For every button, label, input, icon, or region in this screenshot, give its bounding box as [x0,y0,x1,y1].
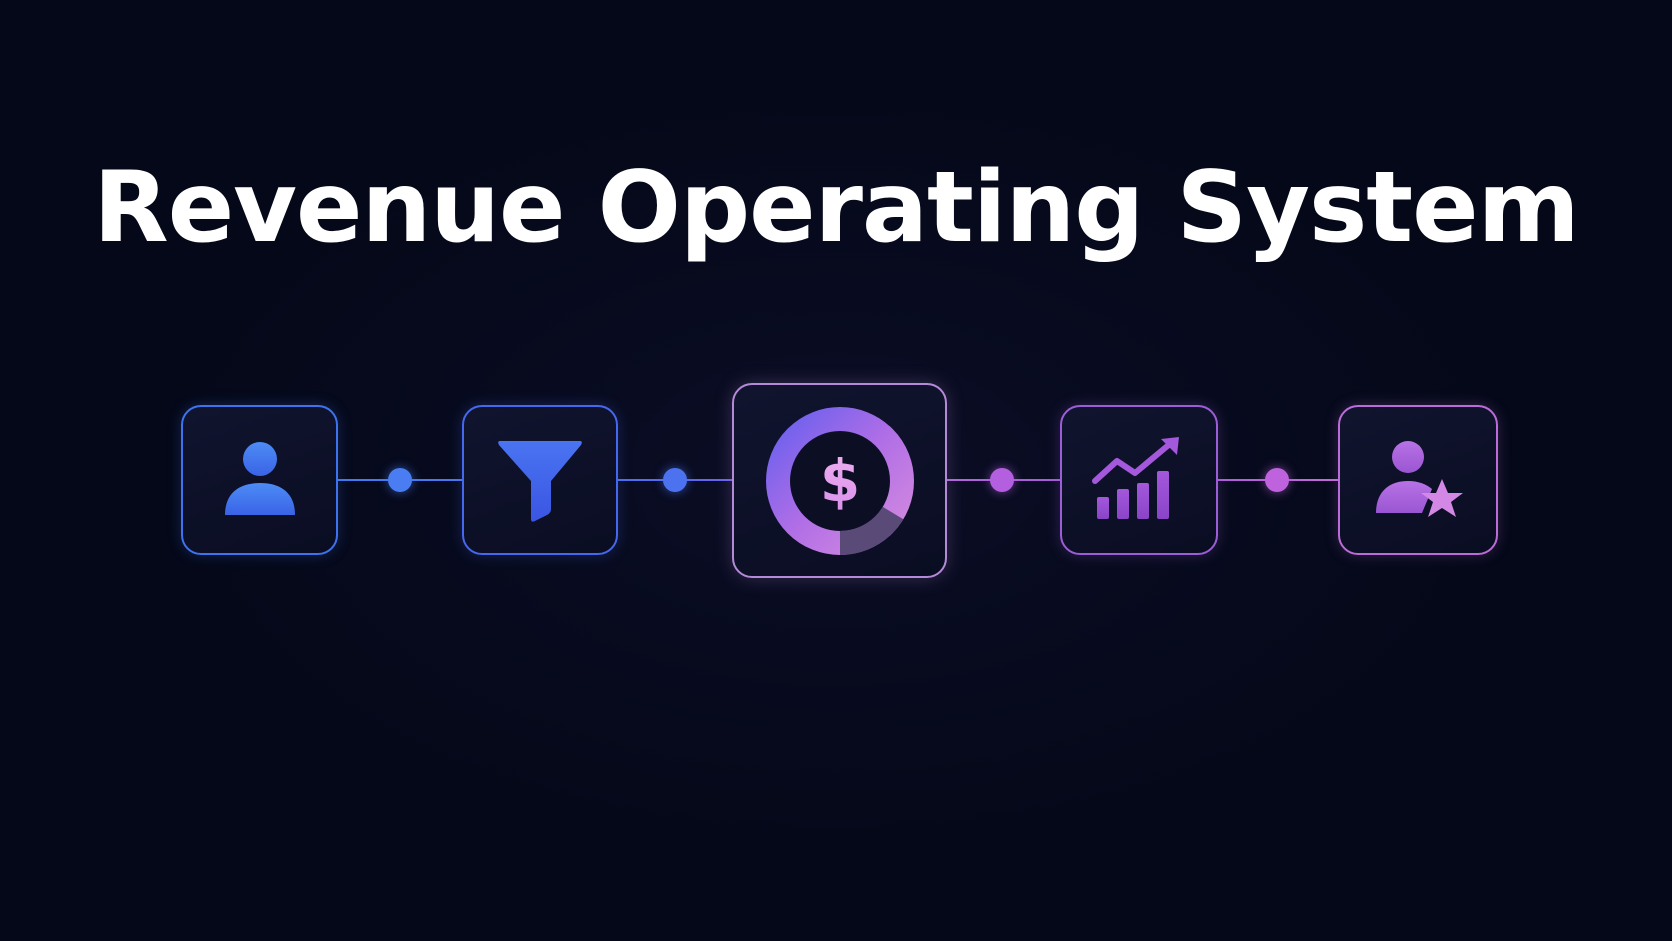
page-title: Revenue Operating System [93,151,1579,265]
step-tile-growth [1060,405,1218,555]
connector-dot [663,468,687,492]
user-star-icon [1376,441,1463,517]
step-tile-user [181,405,338,555]
svg-text:$: $ [819,447,859,515]
user-icon [224,442,295,515]
dollar-ring-icon: $ [765,406,914,555]
step-tile-funnel [462,405,618,555]
funnel-icon [498,441,582,522]
step-tile-loyalty [1338,405,1498,555]
bar-chart-growth-icon [1092,437,1179,519]
connector-dot [1265,468,1289,492]
step-tile-revenue: $ [732,383,947,578]
connector-dot [990,468,1014,492]
connector-dot [388,468,412,492]
